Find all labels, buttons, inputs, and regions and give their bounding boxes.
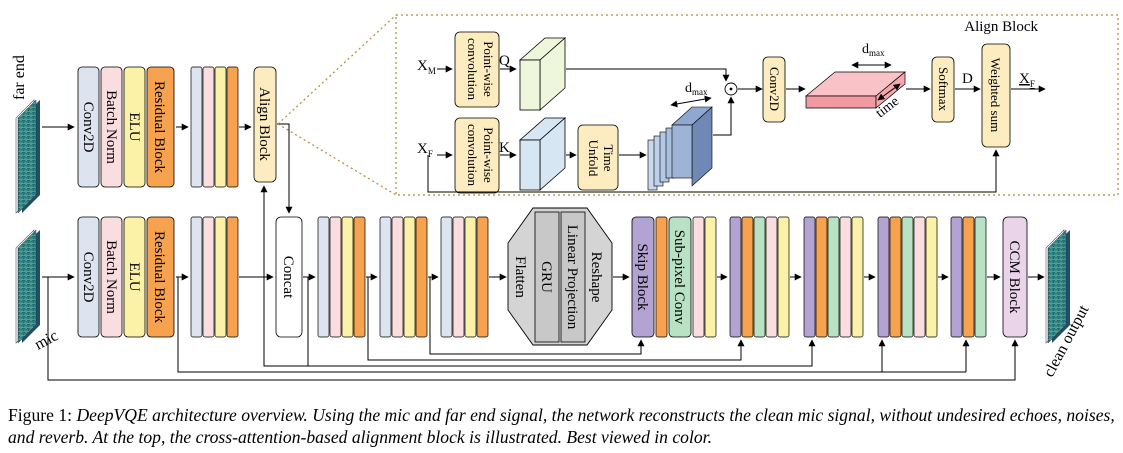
batch-norm-label: Batch Norm — [103, 90, 119, 164]
pointwise-conv-q — [454, 31, 500, 108]
pointwise-conv-k — [454, 117, 500, 194]
decoder-block-5 — [950, 216, 987, 338]
bottleneck: Flatten GRU Linear Projection Reshape — [507, 207, 613, 346]
decoder-block-2 — [729, 216, 790, 338]
softmax-block — [931, 56, 955, 123]
caption-text: DeepVQE architecture overview. Using the… — [8, 405, 1115, 447]
elu-label: ELU — [126, 262, 142, 291]
figure-caption: Figure 1: DeepVQE architecture overview.… — [8, 404, 1118, 448]
encoder-block-mic-3 — [379, 216, 428, 338]
encoder-block-mic-4 — [440, 216, 489, 338]
align-block-detail: Align Block XM XF Point-wise convolution… — [395, 14, 1119, 196]
main-flow-arrows — [42, 123, 1045, 281]
far-end-spectrogram — [15, 99, 40, 214]
output-spectrogram — [1045, 229, 1070, 344]
far-end-label: far end — [11, 55, 28, 100]
encoder-block-far — [190, 66, 239, 188]
mic-encoder: Conv2D Batch Norm ELU Residual Block — [77, 216, 175, 338]
mic-spectrogram — [15, 229, 40, 344]
pointwise-q-line1: Point-wise — [481, 41, 496, 97]
time-unfold-line2: Unfold — [586, 140, 601, 177]
align-block: Align Block — [253, 66, 277, 183]
gru-label: GRU — [538, 261, 554, 293]
time-unfold-line1: Time — [601, 145, 616, 172]
dmax-label-2: dmax — [862, 42, 885, 58]
unfolded-k-stack — [647, 106, 713, 191]
batch-norm-label: Batch Norm — [103, 240, 119, 314]
align-detail-title: Align Block — [964, 19, 1038, 35]
align-block-label: Align Block — [256, 87, 272, 161]
q-label: Q — [499, 53, 510, 69]
skip-connections — [47, 277, 1019, 381]
dmax-label-1: dmax — [685, 81, 708, 97]
time-unfold — [577, 124, 619, 191]
skip-block-label: Skip Block — [634, 243, 650, 311]
conv2d-label: Conv2D — [80, 102, 96, 153]
concat-label: Concat — [280, 256, 296, 299]
encoder-block-mic-1 — [190, 216, 239, 338]
decoder-block-1: Skip Block Sub-pixel Conv — [631, 216, 717, 338]
xm-label: XM — [417, 58, 436, 76]
ccm-block: CCM Block — [1002, 216, 1028, 338]
concat-block: Concat — [275, 216, 303, 338]
encoder-block-mic-2 — [317, 216, 366, 338]
d-label: D — [962, 71, 973, 87]
pointwise-q-line2: convolution — [465, 38, 480, 101]
pointwise-k-line1: Point-wise — [481, 127, 496, 183]
linear-projection-label: Linear Projection — [564, 225, 580, 330]
pointwise-k-line2: convolution — [465, 124, 480, 187]
xf-output-label: XF — [1019, 71, 1035, 89]
architecture-diagram: far end mic clean output Conv2D Batch No… — [11, 14, 1119, 381]
softmax-label: Softmax — [936, 67, 951, 112]
align-conv2d — [762, 56, 786, 123]
residual-block-label: Residual Block — [151, 81, 167, 174]
subpixel-conv-label: Sub-pixel Conv — [671, 230, 687, 325]
reshape-label: Reshape — [588, 252, 604, 303]
far-end-encoder: Conv2D Batch Norm ELU Residual Block — [77, 66, 175, 188]
ccm-block-label: CCM Block — [1006, 241, 1022, 314]
xf-label: XF — [417, 141, 433, 159]
mic-label: mic — [32, 327, 61, 353]
weighted-sum-label: Weighted sum — [988, 58, 1003, 132]
conv2d-label: Conv2D — [80, 252, 96, 303]
elu-label: ELU — [126, 112, 142, 141]
flatten-label: Flatten — [512, 256, 528, 298]
align-conv2d-label: Conv2D — [767, 67, 782, 111]
caption-label: Figure 1: — [8, 405, 73, 425]
weighted-sum-block — [981, 43, 1011, 148]
align-zoom-lines — [277, 14, 397, 196]
decoder-block-3 — [803, 216, 864, 338]
decoder-block-4 — [877, 216, 938, 338]
residual-block-label: Residual Block — [151, 231, 167, 324]
k-label: K — [499, 140, 510, 156]
